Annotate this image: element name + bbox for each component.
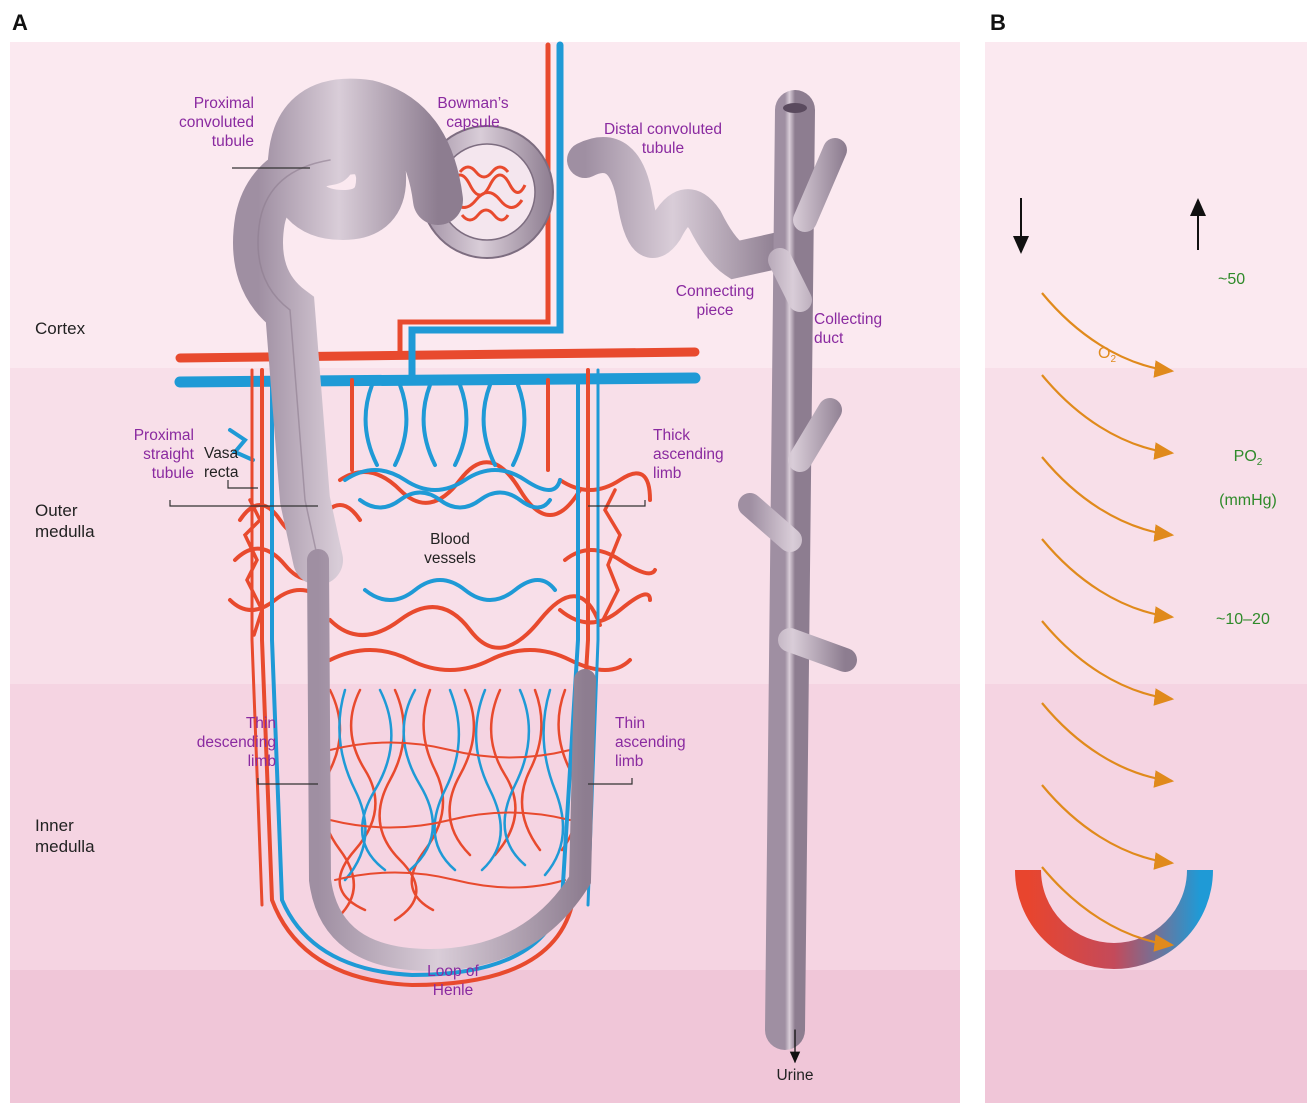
label-vasa-recta: Vasa recta xyxy=(204,444,264,482)
zone-cortex: Cortex xyxy=(35,318,85,339)
po2-unit: (mmHg) xyxy=(1219,492,1277,509)
label-value-top: ~50 xyxy=(1218,270,1245,289)
label-blood-vessels: Blood vessels xyxy=(405,530,495,568)
label-thin-descending-limb: Thin descending limb xyxy=(170,714,276,771)
panel-a-letter: A xyxy=(12,10,28,36)
label-thick-ascending-limb: Thick ascending limb xyxy=(653,426,753,483)
label-loop-of-henle: Loop of Henle xyxy=(408,962,498,1000)
label-o2: O2 xyxy=(1098,325,1116,369)
label-collecting-duct: Collecting duct xyxy=(814,310,924,348)
zone-outer-medulla: Outer medulla xyxy=(35,500,95,542)
po2-text: PO xyxy=(1234,448,1257,465)
label-po2: PO2 (mmHg) xyxy=(1205,428,1291,510)
o2-text: O xyxy=(1098,345,1110,362)
label-proximal-straight-tubule: Proximal straight tubule xyxy=(98,426,194,483)
label-urine: Urine xyxy=(760,1066,830,1085)
panel-b-letter: B xyxy=(990,10,1006,36)
zone-inner-medulla: Inner medulla xyxy=(35,815,95,857)
o2-subscript: 2 xyxy=(1110,354,1116,365)
label-bowmans-capsule: Bowman’s capsule xyxy=(418,94,528,132)
label-value-mid: ~10–20 xyxy=(1216,610,1270,629)
po2-subscript: 2 xyxy=(1257,457,1263,468)
label-connecting-piece: Connecting piece xyxy=(660,282,770,320)
label-proximal-convoluted-tubule: Proximal convoluted tubule xyxy=(150,94,254,151)
label-distal-convoluted-tubule: Distal convoluted tubule xyxy=(578,120,748,158)
label-thin-ascending-limb: Thin ascending limb xyxy=(615,714,715,771)
